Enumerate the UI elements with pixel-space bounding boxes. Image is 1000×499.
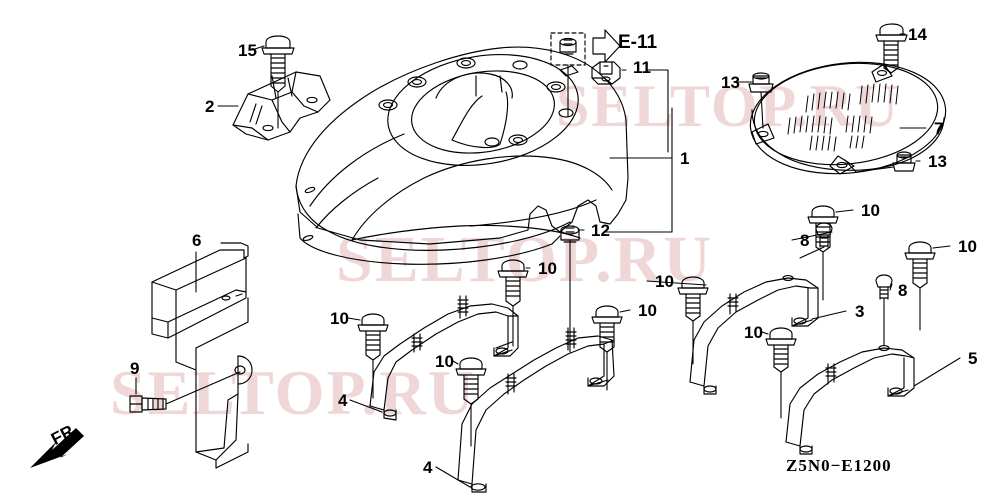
flange-bolt-10 [677, 276, 709, 322]
flange-bolt-10 [765, 327, 797, 373]
callout-13-upper: 13 [721, 73, 740, 92]
callout-4-upper: 4 [338, 391, 348, 410]
e11-reference-fastener [550, 32, 586, 66]
fan-cover-opening [387, 54, 579, 166]
recoil-starter-cover-part-7 [749, 61, 947, 175]
leader-lines [135, 33, 961, 488]
flange-bolt-10 [357, 313, 389, 361]
clip-part-11 [591, 61, 621, 85]
flange-bolt-10 [807, 205, 839, 253]
screw-8-lower [875, 274, 893, 300]
flange-bolt-10 [904, 241, 936, 289]
front-direction-arrow [30, 428, 84, 468]
fan-cover-top-seam [351, 199, 597, 241]
callout-7: 7 [934, 119, 944, 138]
callout-2: 2 [205, 97, 215, 116]
flange-nut-13-lower [892, 151, 916, 172]
callout-10-e: 10 [330, 309, 349, 328]
stay-bracket-part-4-lower [457, 327, 615, 493]
flange-bolt-14 [875, 23, 908, 74]
callout-10-d: 10 [655, 272, 674, 291]
stay-bracket-part-5 [785, 345, 915, 455]
callout-10-g: 10 [744, 323, 763, 342]
shroud-guard-part-6 [151, 242, 253, 469]
callout-11: 11 [633, 58, 651, 77]
flange-bolt-10 [455, 357, 487, 405]
fan-cover-skirt [297, 213, 561, 265]
callout-9: 9 [130, 359, 140, 378]
stay-bracket-part-4-upper [369, 295, 519, 421]
callout-8-lower: 8 [898, 281, 908, 300]
callout-15: 15 [238, 41, 257, 60]
callout-12: 12 [591, 221, 610, 240]
flange-bolt-10 [497, 259, 529, 307]
bolt-9-horizontal [129, 395, 167, 413]
e11-arrow [592, 29, 621, 63]
callout-10-h: 10 [435, 352, 454, 371]
fan-cover-mounting-bosses [378, 57, 574, 147]
bracket-part-2 [232, 71, 331, 141]
callout-8-upper: 8 [800, 231, 810, 250]
callout-10-c: 10 [538, 259, 557, 278]
reference-label-e11: E-11 [618, 32, 658, 53]
flange-bolt-10 [591, 305, 623, 353]
callout-14: 14 [908, 25, 927, 44]
part-number-label: Z5N0−E1200 [786, 456, 892, 475]
callout-1: 1 [680, 149, 690, 168]
callout-3: 3 [855, 302, 865, 321]
fan-cover-outline [295, 46, 629, 251]
callout-13-lower: 13 [928, 152, 947, 171]
fan-cover-slots [302, 65, 579, 242]
callout-6: 6 [192, 231, 202, 250]
callout-10-f: 10 [638, 301, 657, 320]
flange-nut-13-upper [748, 72, 774, 93]
callout-5: 5 [968, 349, 978, 368]
callout-10-a: 10 [861, 201, 880, 220]
callout-4-lower: 4 [423, 458, 433, 477]
callout-10-b: 10 [958, 237, 977, 256]
stay-bracket-part-3 [689, 275, 819, 395]
